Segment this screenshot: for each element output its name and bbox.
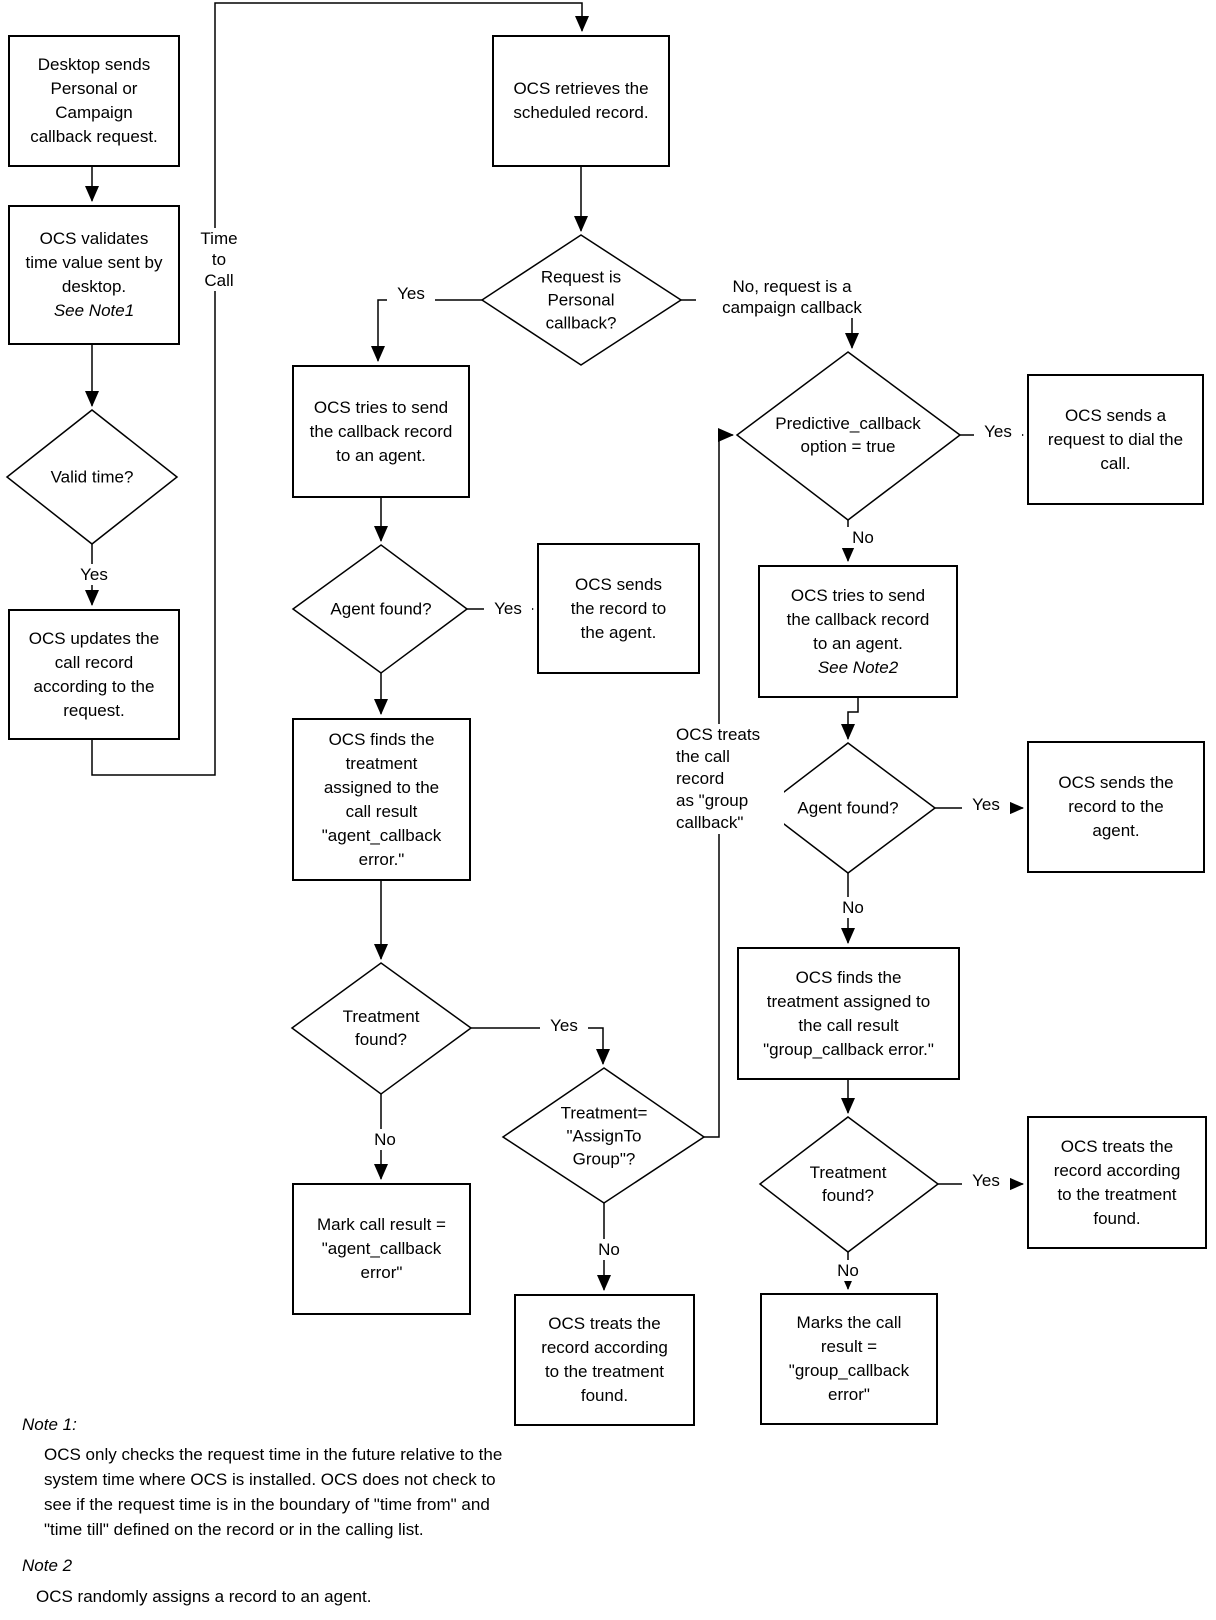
decision-treatment-found-personal-label: Treatment found? <box>342 1007 420 1049</box>
decision-predictive-shape <box>735 351 962 521</box>
decision-treatment-found-personal-shape <box>290 962 473 1095</box>
node-tries-campaign: OCS tries to send the callback record to… <box>758 565 958 698</box>
decision-assign-to-group-label: Treatment= "AssignTo Group"? <box>560 1103 648 1169</box>
label-agentp-yes: Yes <box>484 598 532 619</box>
node-desktop-sends: Desktop sends Personal or Campaign callb… <box>8 35 180 167</box>
node-treats-personal: OCS treats the record according to the t… <box>514 1294 695 1426</box>
note1-title: Note 1: <box>22 1415 77 1434</box>
node-tries-personal: OCS tries to send the callback record to… <box>292 365 470 498</box>
node-ocs-validates-note-ref: See Note1 <box>53 301 135 320</box>
node-mark-agent-error: Mark call result = "agent_callback error… <box>292 1183 471 1315</box>
node-sends-personal: OCS sends the record to the agent. <box>537 543 700 674</box>
label-treatc-no: No <box>824 1260 872 1281</box>
edge-request-yes <box>371 299 482 362</box>
decision-request-personal-label: Request is Personal callback? <box>540 267 622 333</box>
node-ocs-updates: OCS updates the call record according to… <box>8 609 180 740</box>
decision-predictive-label: Predictive_callback option = true <box>775 414 921 456</box>
note1-body: OCS only checks the request time in the … <box>44 1445 503 1539</box>
label-treatp-yes: Yes <box>540 1015 588 1036</box>
node-tries-campaign-note-ref: See Note2 <box>817 657 899 677</box>
label-predictive-yes: Yes <box>974 421 1022 442</box>
label-validtime-yes: Yes <box>70 564 118 585</box>
node-finds-campaign: OCS finds the treatment assigned to the … <box>737 947 960 1080</box>
node-tries-campaign-label: OCS tries to send the callback record to… <box>786 585 930 653</box>
label-agentc-no: No <box>829 897 877 918</box>
node-dial-call: OCS sends a request to dial the call. <box>1027 374 1204 505</box>
decision-treatment-found-campaign-shape <box>758 1116 940 1253</box>
node-treats-campaign: OCS treats the record according to the t… <box>1027 1116 1207 1249</box>
label-agentc-yes: Yes <box>962 794 1010 815</box>
decision-valid-time-shape <box>5 409 179 545</box>
node-finds-personal: OCS finds the treatment assigned to the … <box>292 718 471 881</box>
label-request-no: No, request is a campaign callback <box>696 276 888 318</box>
decision-agent-found-campaign-shape <box>761 742 937 874</box>
node-ocs-retrieves: OCS retrieves the scheduled record. <box>492 35 670 167</box>
label-treatp-no: No <box>361 1129 409 1150</box>
node-ocs-validates-label: OCS validates time value sent by desktop… <box>25 229 163 296</box>
node-marks-group-error: Marks the call result = "group_callback … <box>760 1293 938 1425</box>
node-sends-campaign: OCS sends the record to the agent. <box>1027 741 1205 873</box>
label-time-to-call: Time to Call <box>194 228 244 291</box>
decision-valid-time-label: Valid time? <box>50 467 134 487</box>
decision-agent-found-personal-label: Agent found? <box>330 599 432 619</box>
label-predictive-no: No <box>839 527 887 548</box>
note2-title: Note 2 <box>22 1556 73 1575</box>
label-group-callback-note: OCS treats the call record as "group cal… <box>676 724 784 834</box>
node-ocs-validates: OCS validates time value sent by desktop… <box>8 205 180 345</box>
decision-agent-found-personal-shape <box>291 544 469 674</box>
label-assign-no: No <box>585 1239 633 1260</box>
label-treatc-yes: Yes <box>962 1170 1010 1191</box>
decision-agent-found-campaign-label: Agent found? <box>797 798 899 818</box>
label-request-yes: Yes <box>387 283 435 304</box>
edge-triesc-to-agentc <box>841 698 859 740</box>
decision-request-personal-shape <box>480 234 683 366</box>
decision-treatment-found-campaign-label: Treatment found? <box>809 1163 887 1205</box>
note2-body: OCS randomly assigns a record to an agen… <box>36 1587 372 1606</box>
edge-treatp-yes <box>471 1027 610 1065</box>
edge-time-to-call-loop <box>91 2 589 776</box>
decision-assign-to-group-shape <box>501 1067 706 1204</box>
